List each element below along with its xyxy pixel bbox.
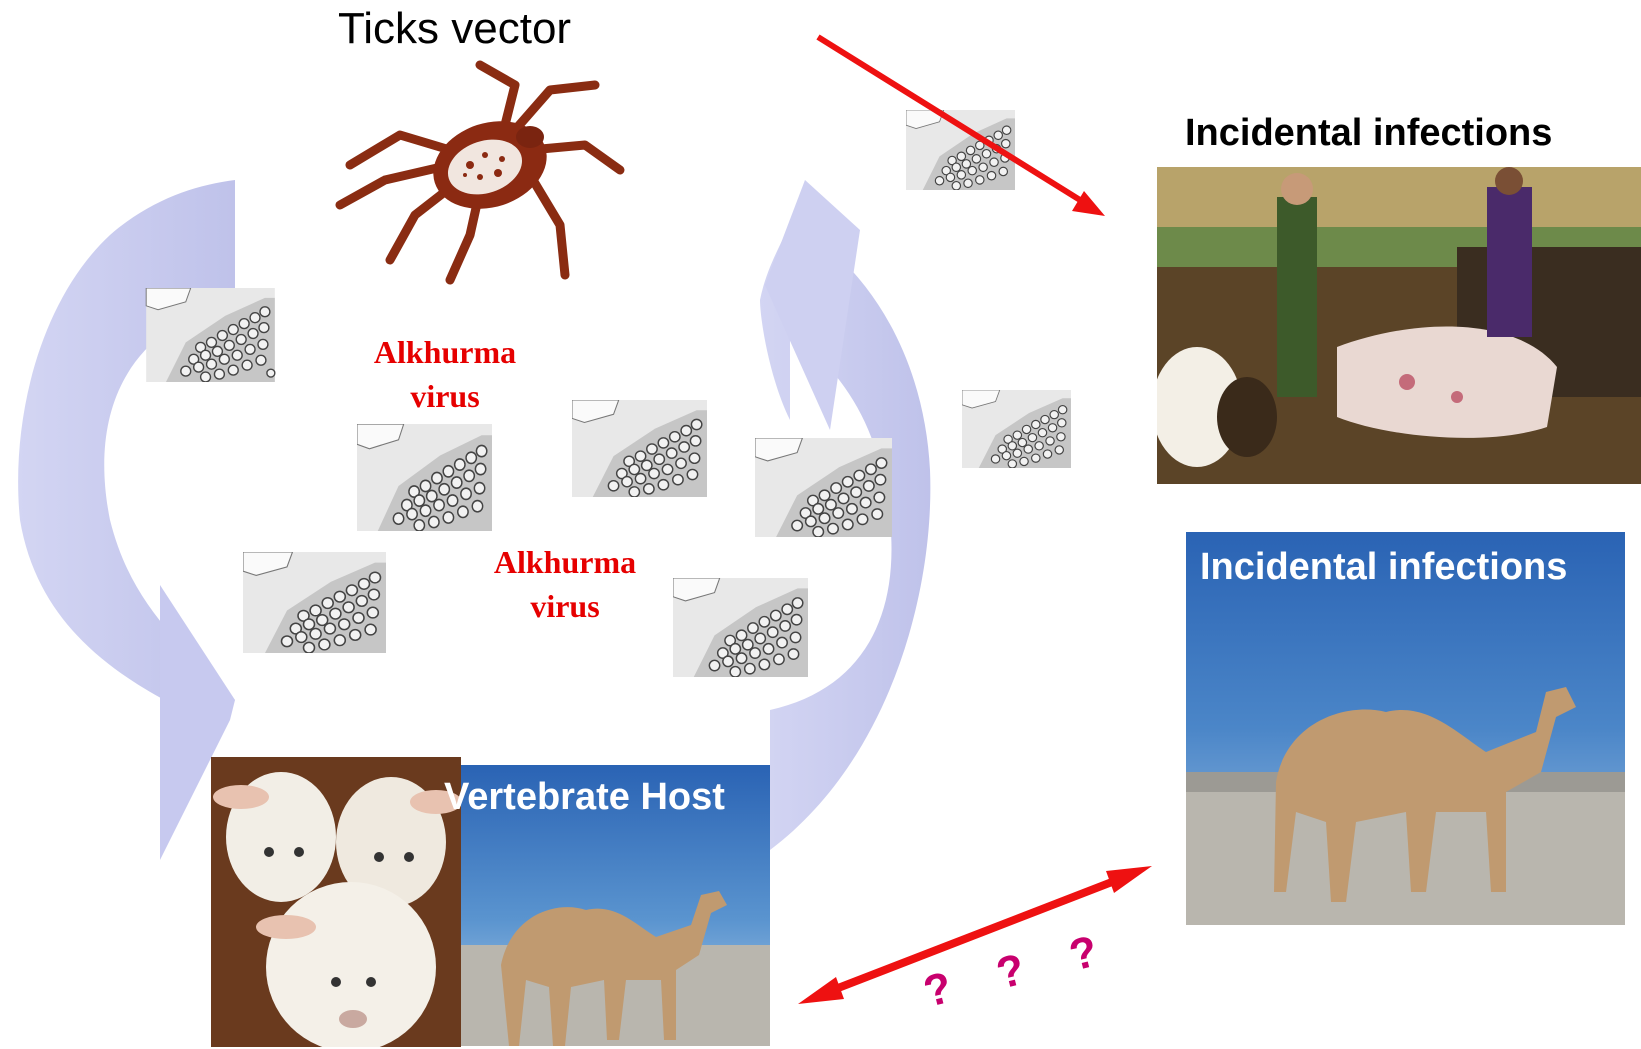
slaughter-photo bbox=[1157, 167, 1641, 484]
camel-photo bbox=[1186, 532, 1625, 925]
incidental-infections-heading: Incidental infections bbox=[1185, 112, 1552, 155]
vertebrate-host-heading: Vertebrate Host bbox=[444, 776, 725, 819]
sheep-photo bbox=[211, 757, 461, 1047]
incidental-infections-camel-heading: Incidental infections bbox=[1200, 546, 1567, 589]
host-camel-arrowhead-right bbox=[1106, 866, 1152, 893]
tick-to-incidental-arrow bbox=[818, 37, 1080, 200]
host-camel-arrowhead-left bbox=[798, 977, 844, 1004]
